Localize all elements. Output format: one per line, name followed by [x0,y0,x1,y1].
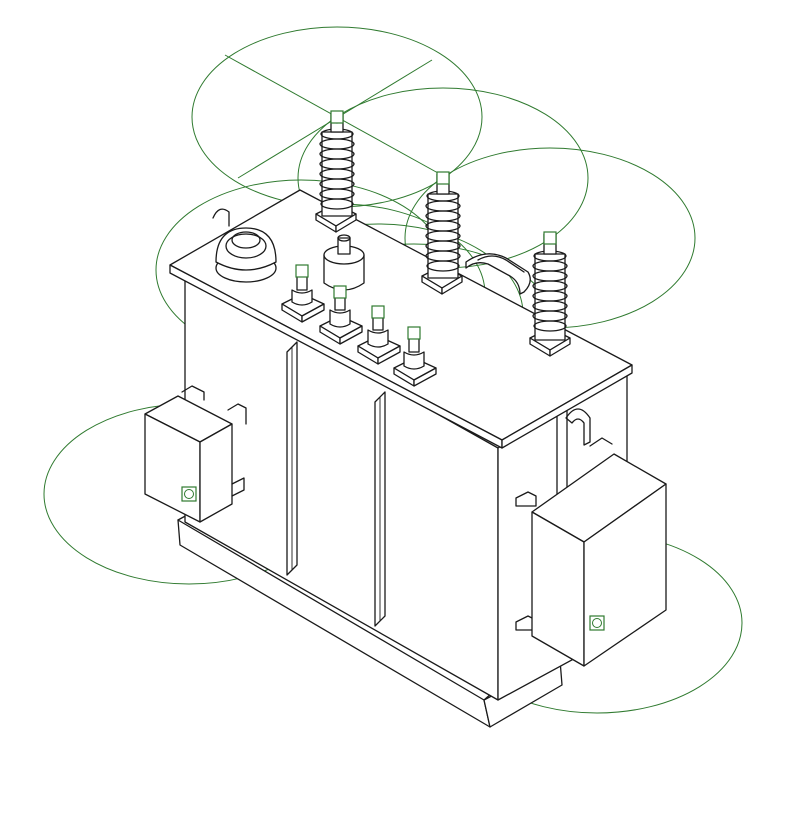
grip-handle[interactable] [371,305,385,319]
grip-handle[interactable] [333,285,347,299]
lv-bushing-1 [281,267,325,323]
grip-handle[interactable] [436,171,450,185]
cover-handle [465,253,531,295]
tank-rib [374,391,386,627]
tank-rib [286,341,298,576]
hv-bushing-3 [529,233,571,357]
grip-handles [181,110,605,631]
tank-cover [169,189,633,449]
oil-level-indicator [323,234,365,291]
lv-bushing-3 [357,307,401,365]
grip-handle[interactable] [330,110,344,124]
lifting-lug [565,408,591,446]
hv-bushing-2 [421,173,463,295]
grip-handle[interactable] [295,264,309,278]
hv-bushing-1 [315,113,357,233]
grip-center-marker [184,489,194,499]
grip-center-marker [592,618,602,628]
lifting-lug [212,208,230,227]
pressure-relief-dome [215,227,277,283]
grip-handle[interactable] [543,231,557,245]
grip-handle[interactable] [407,326,421,340]
lv-bushing-4 [393,327,437,387]
